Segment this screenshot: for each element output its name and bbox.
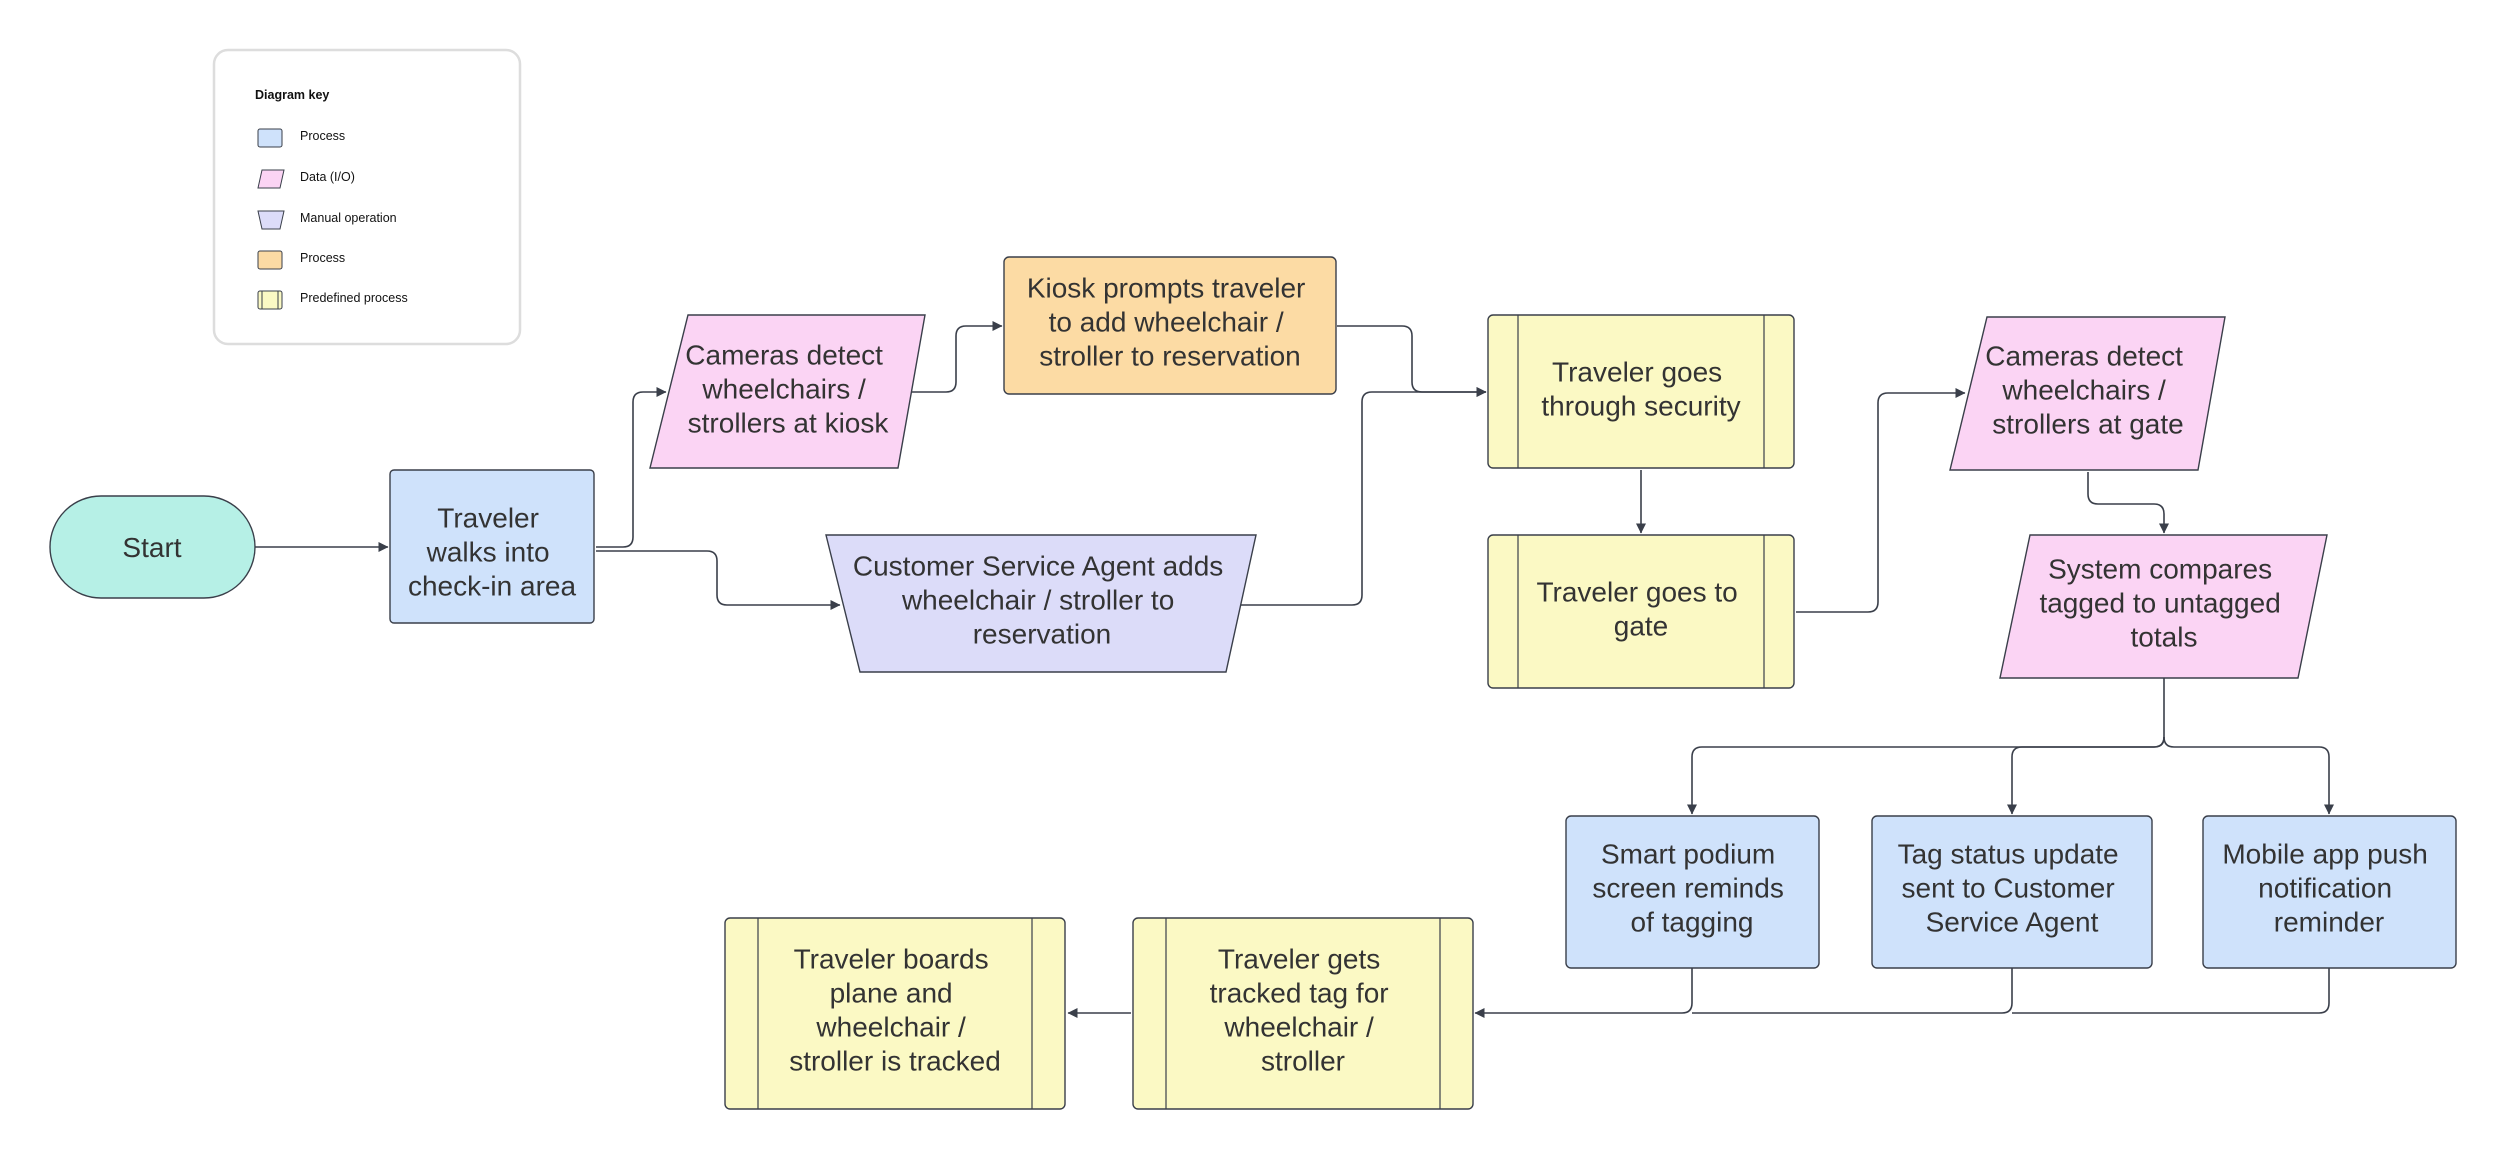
node-cameras-kiosk[interactable]: Cameras detect wheelchairs / strollers a… [649,314,926,469]
podium-process-shape [1565,815,1820,969]
csa-adds-manual-shape [825,534,1257,673]
edge-compare-to-podium [1687,678,2165,815]
csa-adds-label: Customer Service Agent adds wheelchair /… [853,541,1231,650]
edge-compare-to-push [2163,736,2334,815]
edge-cameras-gate-to-compare [2087,472,2169,534]
key-swatch-predefined-process [257,290,283,310]
tag-status-process-shape [1871,815,2153,969]
check-in-label: Traveler walks into check-in area [408,493,577,602]
to-gate-label: Traveler goes to gate [1536,567,1745,642]
key-swatch-process-orange [257,250,283,270]
key-title: Diagram key [255,88,329,102]
cameras-kiosk-label: Cameras detect wheelchairs / strollers a… [685,330,890,439]
node-tracked-tag[interactable]: Traveler gets tracked tag for wheelchair… [1132,917,1474,1110]
kiosk-prompt-label: Kiosk prompts traveler to add wheelchair… [1027,263,1313,372]
security-predefined-shape [1487,314,1795,469]
to-gate-predefined-shape [1487,534,1795,689]
key-label-data-io: Data (I/O) [300,170,355,184]
diagram-key: Diagram key Process Data (I/O) Manual op… [212,48,522,346]
cameras-gate-label: Cameras detect wheelchairs / strollers a… [1985,331,2190,440]
node-kiosk-prompt[interactable]: Kiosk prompts traveler to add wheelchair… [1003,256,1337,395]
node-podium[interactable]: Smart podium screen reminds of tagging [1565,815,1820,969]
edge-checkin-to-csa [596,550,841,610]
cameras-gate-data-shape [1949,316,2226,471]
key-label-process-blue: Process [300,129,345,143]
check-in-process-shape [389,469,595,624]
boards-predefined-shape [724,917,1066,1110]
tracked-tag-label: Traveler gets tracked tag for wheelchair… [1210,934,1397,1077]
node-check-in[interactable]: Traveler walks into check-in area [389,469,595,624]
edge-push-to-tracked-tag [2012,968,2330,1014]
key-panel [212,48,522,346]
kiosk-prompt-process-shape [1003,256,1337,395]
push-process-shape [2202,815,2457,969]
edge-gate-to-cameras-gate [1796,388,1966,613]
security-label: Traveler goes through security [1541,347,1740,422]
node-cameras-gate[interactable]: Cameras detect wheelchairs / strollers a… [1949,316,2226,471]
key-label-manual-operation: Manual operation [300,211,397,225]
node-push[interactable]: Mobile app push notification reminder [2202,815,2457,969]
edge-csa-to-security [1240,387,1487,606]
key-label-predefined-process: Predefined process [300,291,408,305]
podium-label: Smart podium screen reminds of tagging [1592,829,1791,938]
node-csa-adds[interactable]: Customer Service Agent adds wheelchair /… [825,534,1257,673]
edge-checkin-to-cameras-kiosk [596,387,667,548]
key-label-process-orange: Process [300,251,345,265]
node-to-gate[interactable]: Traveler goes to gate [1487,534,1795,689]
node-tag-status[interactable]: Tag status update sent to Customer Servi… [1871,815,2153,969]
key-swatch-data-io [257,169,285,189]
edge-tag-status-to-tracked-tag [1692,968,2013,1014]
start-label: Start [122,532,181,563]
key-swatch-process-blue [257,128,283,148]
edge-podium-to-tracked-tag [1474,968,1693,1018]
node-start[interactable]: Start [49,495,256,599]
connectors [255,321,2334,1018]
tag-status-label: Tag status update sent to Customer Servi… [1898,829,2127,938]
node-security[interactable]: Traveler goes through security [1487,314,1795,469]
key-swatch-manual-operation [257,210,285,230]
edge-kiosk-prompt-to-security [1337,325,1487,397]
push-label: Mobile app push notification reminder [2222,829,2435,938]
edge-compare-to-tag-status [2007,736,2165,815]
start-terminal-shape [49,495,256,599]
compare-data-shape [1999,534,2328,679]
compare-label: System compares tagged to untagged total… [2039,544,2288,653]
node-boards[interactable]: Traveler boards plane and wheelchair / s… [724,917,1066,1110]
tracked-tag-predefined-shape [1132,917,1474,1110]
boards-label: Traveler boards plane and wheelchair / s… [789,934,1001,1077]
node-compare[interactable]: System compares tagged to untagged total… [1999,534,2328,679]
cameras-kiosk-data-shape [649,314,926,469]
edge-cameras-kiosk-to-kiosk-prompt [908,321,1003,393]
